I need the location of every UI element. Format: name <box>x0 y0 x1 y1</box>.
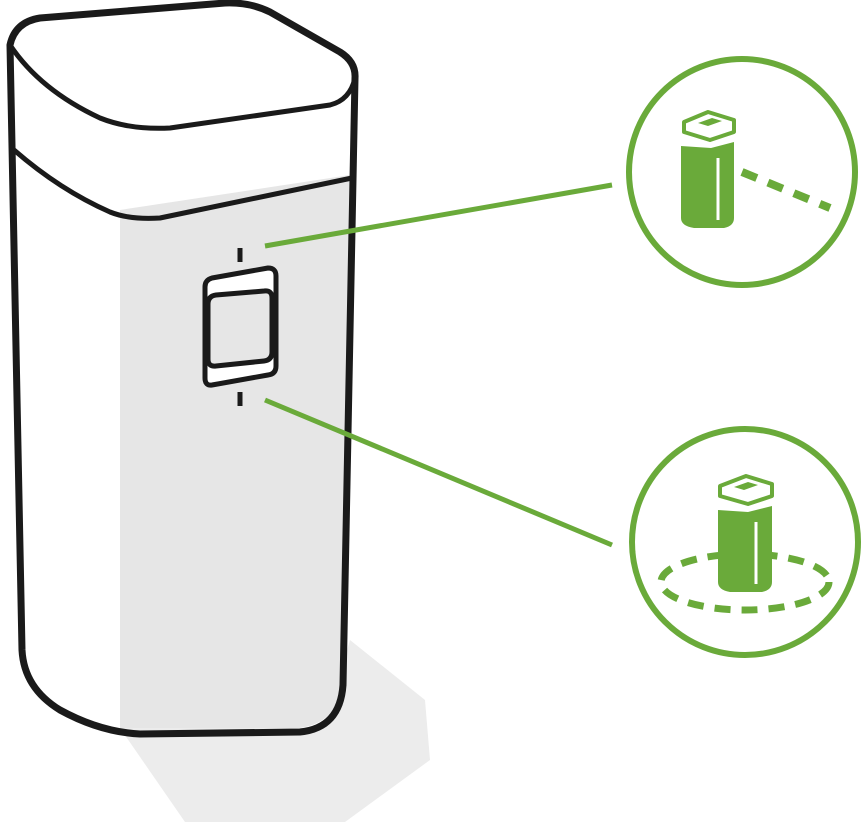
barrier-device <box>6 0 359 738</box>
barrier-dashed-line <box>740 168 832 212</box>
mini-device-top-body <box>681 142 734 228</box>
device-outline <box>6 0 359 738</box>
lid-seam-line <box>12 148 353 221</box>
mini-device-top-lid <box>682 110 736 142</box>
mini-device-top-slot <box>698 118 722 126</box>
leader-line-bottom <box>264 397 613 548</box>
switch-slider <box>205 288 275 369</box>
mini-device-bottom-slot <box>734 482 758 490</box>
circular-halo-mode-icon <box>629 426 861 658</box>
mini-device-bottom-body <box>718 506 772 592</box>
device-front-face <box>120 175 350 728</box>
slide-switch-icon <box>202 265 279 388</box>
lid-front-edge <box>7 43 358 131</box>
straight-line-barrier-mode-icon <box>626 56 858 288</box>
mini-device-bottom-lid <box>718 474 774 506</box>
leader-line-top <box>264 182 613 249</box>
device-left-face <box>14 150 120 728</box>
